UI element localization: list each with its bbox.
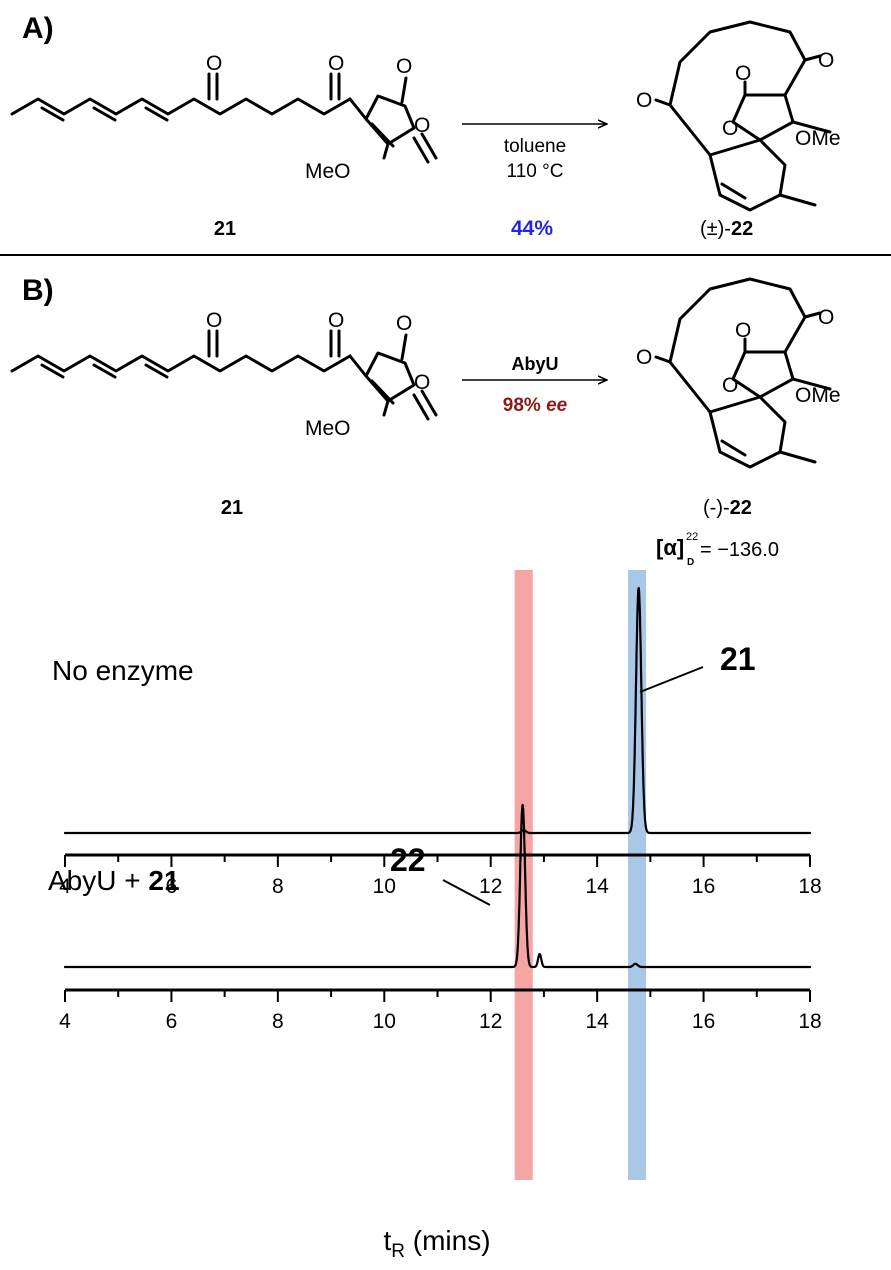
axis-tick-label: 16	[692, 875, 715, 898]
rotation-superscript: 22	[686, 531, 698, 543]
substrate-21-structure-b: O O O O MeO	[10, 309, 438, 440]
chromatogram-trace-no-enzyme	[63, 586, 812, 835]
atom-ome: OMe	[795, 384, 841, 407]
product-22-structure-a: O OMe O O O	[636, 20, 841, 212]
condition-text: 110 °C	[507, 161, 564, 182]
substrate-label-a: 21	[214, 218, 236, 240]
peak-pointer-21	[639, 666, 704, 693]
atom-meo: MeO	[305, 417, 351, 440]
panel-a: A) O O O O MeO toluene 110 °C 44% 21	[10, 12, 841, 240]
enzyme-text: AbyU	[511, 354, 558, 374]
atom-o: O	[722, 117, 738, 140]
atom-ome: OMe	[795, 127, 841, 150]
highlight-band-1	[514, 570, 533, 1180]
panel-a-label: A)	[22, 12, 54, 45]
axis-tick-label: 18	[798, 1010, 821, 1033]
peak-label-21: 21	[720, 641, 756, 677]
peak-pointer-22	[442, 879, 491, 906]
rotation-symbol: [α]	[656, 535, 684, 560]
product-22-structure-b: O OMe O O O	[636, 277, 841, 469]
atom-o: O	[206, 309, 222, 332]
axis-tick-label: 8	[272, 875, 284, 898]
atom-o: O	[636, 89, 652, 112]
product-label-b: (-)-22	[703, 497, 752, 519]
atom-o: O	[396, 55, 412, 78]
x-axis-top: 4 6 8 10 12 14 16 18	[59, 853, 822, 898]
substrate-label-b: 21	[221, 497, 243, 519]
chromatogram-trace-abyu	[63, 803, 812, 969]
atom-o: O	[735, 62, 751, 85]
trace-label-no-enzyme: No enzyme	[52, 655, 194, 686]
panel-b: B) O O O O MeO AbyU 98% ee 21	[10, 274, 841, 568]
atom-o: O	[818, 49, 834, 72]
atom-o: O	[328, 52, 344, 75]
x-axis-title: tR (mins)	[383, 1225, 490, 1262]
axis-tick-label: 4	[59, 875, 71, 898]
rotation-subscript: D	[687, 557, 694, 568]
axis-tick-label: 10	[373, 875, 396, 898]
rotation-value: = −136.0	[700, 539, 779, 561]
substrate-21-structure-a: O O O O MeO	[10, 52, 438, 183]
axis-tick-label: 4	[59, 1010, 71, 1033]
atom-o: O	[206, 52, 222, 75]
atom-o: O	[414, 114, 430, 137]
atom-o: O	[722, 374, 738, 397]
axis-tick-label: 16	[692, 1010, 715, 1033]
highlight-bands	[514, 570, 647, 1180]
atom-o: O	[414, 371, 430, 394]
axis-tick-label: 14	[585, 1010, 609, 1033]
product-label-a: (±)-22	[700, 218, 753, 240]
optical-rotation: [α] 22 D = −136.0	[656, 531, 779, 568]
axis-tick-label: 12	[479, 875, 502, 898]
axis-tick-label: 6	[166, 1010, 178, 1033]
axis-tick-label: 14	[585, 875, 609, 898]
x-axis-bottom: 4 6 8 10 12 14 16 18	[59, 988, 822, 1033]
axis-tick-label: 8	[272, 1010, 284, 1033]
panel-b-label: B)	[22, 274, 54, 307]
axis-tick-label: 18	[798, 875, 821, 898]
axis-tick-label: 10	[373, 1010, 396, 1033]
reagent-text: toluene	[504, 136, 566, 157]
axis-tick-label: 6	[166, 875, 178, 898]
yield-text: 44%	[511, 217, 553, 240]
trace-label-abyu: AbyU + 21	[48, 865, 180, 896]
atom-o: O	[396, 312, 412, 335]
atom-o: O	[818, 306, 834, 329]
atom-meo: MeO	[305, 160, 351, 183]
ee-text: 98% ee	[503, 395, 568, 416]
peak-label-22: 22	[390, 842, 426, 878]
axis-tick-label: 12	[479, 1010, 502, 1033]
atom-o: O	[328, 309, 344, 332]
atom-o: O	[636, 346, 652, 369]
atom-o: O	[735, 319, 751, 342]
